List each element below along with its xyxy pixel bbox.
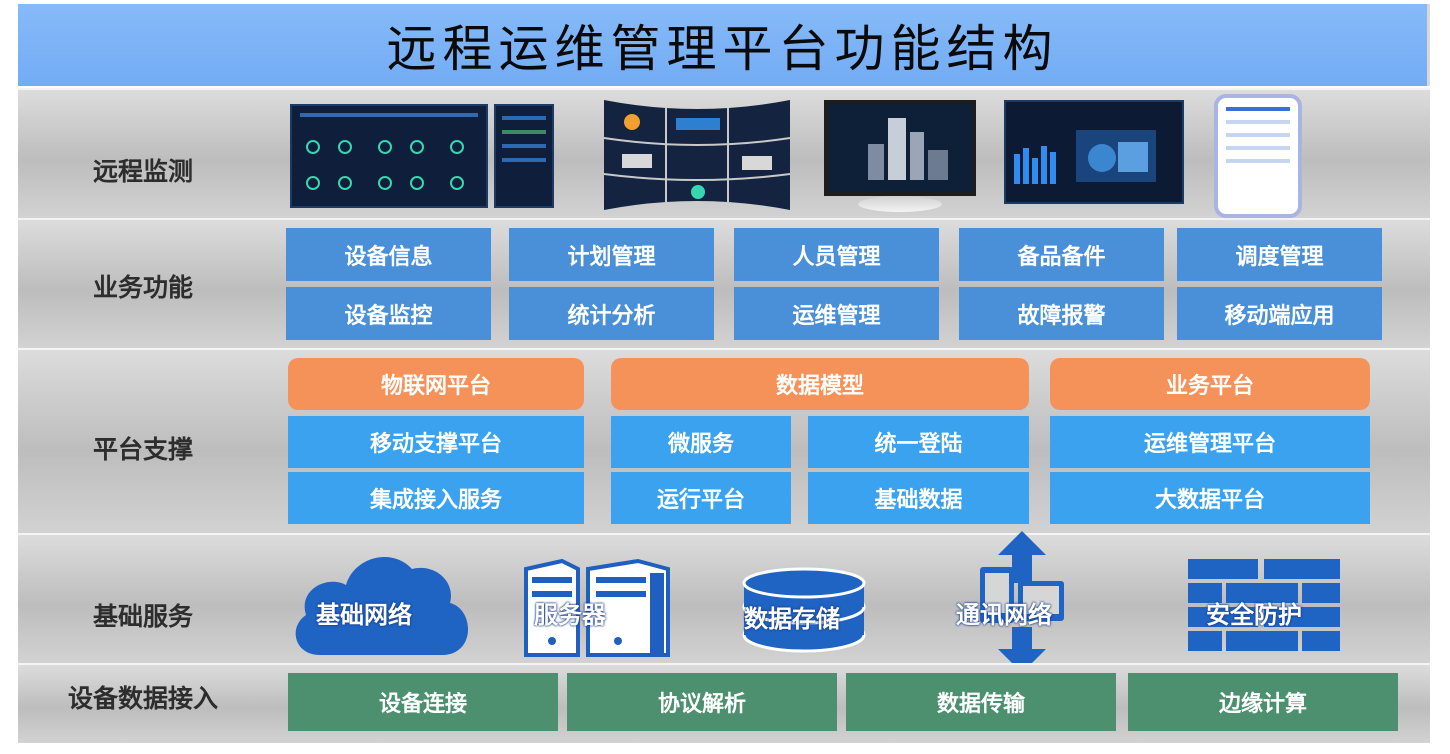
- platform-item[interactable]: 集成接入服务: [288, 472, 584, 524]
- platform-item[interactable]: 运维管理平台: [1050, 416, 1370, 468]
- infra-label-server: 服务器: [534, 601, 606, 629]
- title-bar: 远程运维管理平台功能结构: [18, 4, 1430, 86]
- platform-item[interactable]: 基础数据: [808, 472, 1029, 524]
- network-icon: [980, 531, 1064, 673]
- firewall-icon: [1188, 559, 1340, 651]
- layer-label: 基础服务: [92, 602, 193, 631]
- layer-infrastructure: 基础服务 基础网络 服务器 数据存储: [18, 531, 1430, 673]
- business-item[interactable]: 运维管理: [734, 287, 939, 340]
- equipment-dashboard-screenshot: [1004, 100, 1184, 204]
- platform-header-data-model[interactable]: 数据模型: [611, 358, 1029, 410]
- layer-label: 业务功能: [92, 273, 193, 302]
- business-item[interactable]: 计划管理: [509, 228, 714, 281]
- layer-business-functions: 业务功能 设备信息 计划管理 人员管理 备品备件 调度管理 设备监控 统计分析 …: [18, 218, 1430, 348]
- access-item[interactable]: 协议解析: [567, 673, 837, 731]
- business-item[interactable]: 故障报警: [959, 287, 1164, 340]
- page-title: 远程运维管理平台功能结构: [386, 20, 1059, 78]
- access-item[interactable]: 边缘计算: [1128, 673, 1398, 731]
- monitor-stand: [858, 196, 942, 212]
- access-item[interactable]: 设备连接: [288, 673, 558, 731]
- business-item[interactable]: 统计分析: [509, 287, 714, 340]
- business-item[interactable]: 人员管理: [734, 228, 939, 281]
- layer-label: 设备数据接入: [67, 684, 218, 713]
- business-item[interactable]: 调度管理: [1177, 228, 1382, 281]
- video-wall-screenshot: [603, 100, 791, 210]
- access-item[interactable]: 数据传输: [846, 673, 1116, 731]
- infra-label-network: 基础网络: [316, 601, 412, 629]
- business-item[interactable]: 备品备件: [959, 228, 1164, 281]
- layer-platform-support: 平台支撑 物联网平台 数据模型 业务平台 移动支撑平台 集成接入服务 微服务 统…: [18, 348, 1430, 533]
- infra-label-security: 安全防护: [1206, 601, 1302, 629]
- layer-label: 远程监测: [92, 157, 193, 186]
- platform-item[interactable]: 统一登陆: [808, 416, 1029, 468]
- platform-item[interactable]: 大数据平台: [1050, 472, 1370, 524]
- layer-remote-monitoring: 远程监测: [18, 88, 1430, 218]
- platform-header-iot[interactable]: 物联网平台: [288, 358, 584, 410]
- infra-label-communication: 通讯网络: [956, 601, 1052, 629]
- infra-label-storage: 数据存储: [744, 605, 840, 633]
- server-icon: [524, 558, 670, 657]
- cloud-icon: [295, 557, 469, 655]
- dashboard-screenshot: [290, 104, 488, 208]
- platform-header-business[interactable]: 业务平台: [1050, 358, 1370, 410]
- monitor-screenshot: [824, 100, 976, 196]
- business-item[interactable]: 设备监控: [286, 287, 491, 340]
- platform-item[interactable]: 微服务: [611, 416, 791, 468]
- layer-label: 平台支撑: [92, 435, 193, 464]
- mobile-app-screenshot: [1214, 94, 1302, 218]
- database-icon: [742, 567, 866, 653]
- platform-item[interactable]: 运行平台: [611, 472, 791, 524]
- dashboard-side-panel: [494, 104, 554, 208]
- layer-device-data-access: 设备数据接入 设备连接 协议解析 数据传输 边缘计算: [18, 663, 1430, 743]
- platform-item[interactable]: 移动支撑平台: [288, 416, 584, 468]
- business-item[interactable]: 设备信息: [286, 228, 491, 281]
- business-item[interactable]: 移动端应用: [1177, 287, 1382, 340]
